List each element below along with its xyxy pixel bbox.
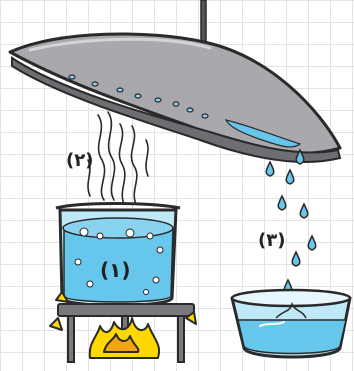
steam-icon xyxy=(88,112,148,204)
metal-lid-icon xyxy=(10,34,340,162)
steam-label: (٢) xyxy=(66,150,93,171)
droplet-icon xyxy=(266,150,316,294)
collecting-bowl-icon xyxy=(232,290,350,357)
hanging-rod xyxy=(201,0,206,44)
beaker-icon xyxy=(56,204,180,306)
drops-label: (٣) xyxy=(258,230,285,251)
boiling-beaker-label: (١) xyxy=(100,258,131,282)
